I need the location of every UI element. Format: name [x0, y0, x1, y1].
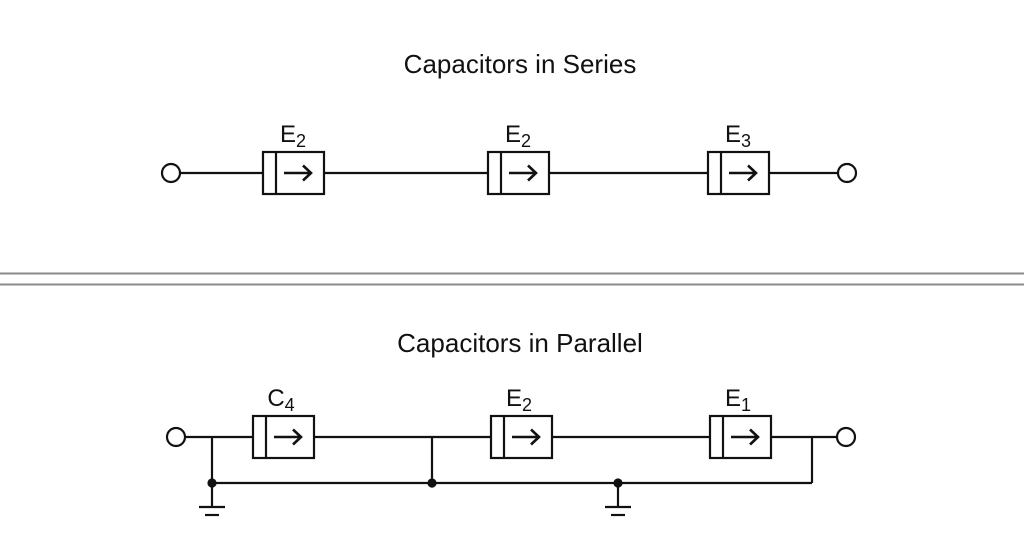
- ground-icon: [605, 483, 631, 517]
- arrow-right-icon: [292, 428, 303, 446]
- capacitor-symbol-e3: [706, 150, 771, 196]
- parallel-right-terminal-icon: [835, 426, 857, 448]
- series-title: Capacitors in Series: [404, 49, 637, 79]
- series-section: Capacitors in Series E2 E2 E3: [160, 49, 858, 196]
- parallel-component-3-label: E1: [725, 385, 751, 415]
- parallel-component-1-label: C4: [267, 385, 294, 415]
- series-component-1-label: E2: [280, 121, 306, 151]
- capacitor-symbol-e2: [489, 414, 554, 460]
- parallel-component-2-label: E2: [506, 385, 532, 415]
- parallel-section: Capacitors in Parallel C4 E2 E1: [165, 328, 857, 517]
- parallel-title: Capacitors in Parallel: [397, 328, 643, 358]
- junction-dot: [427, 478, 437, 488]
- series-component-2-label: E2: [505, 121, 531, 151]
- arrow-right-icon: [302, 164, 313, 182]
- capacitor-symbol-e1: [708, 414, 773, 460]
- arrow-right-icon: [530, 428, 541, 446]
- series-right-terminal-icon: [836, 162, 858, 184]
- parallel-left-terminal-icon: [165, 426, 187, 448]
- capacitor-symbol-c4: [251, 414, 316, 460]
- ground-icon: [199, 483, 225, 517]
- capacitor-symbol-e2-a: [261, 150, 326, 196]
- arrow-right-icon: [749, 428, 760, 446]
- series-component-3-label: E3: [725, 121, 751, 151]
- capacitor-symbol-e2-b: [486, 150, 551, 196]
- series-left-terminal-icon: [160, 162, 182, 184]
- section-divider: [0, 272, 1024, 286]
- arrow-right-icon: [747, 164, 758, 182]
- arrow-right-icon: [527, 164, 538, 182]
